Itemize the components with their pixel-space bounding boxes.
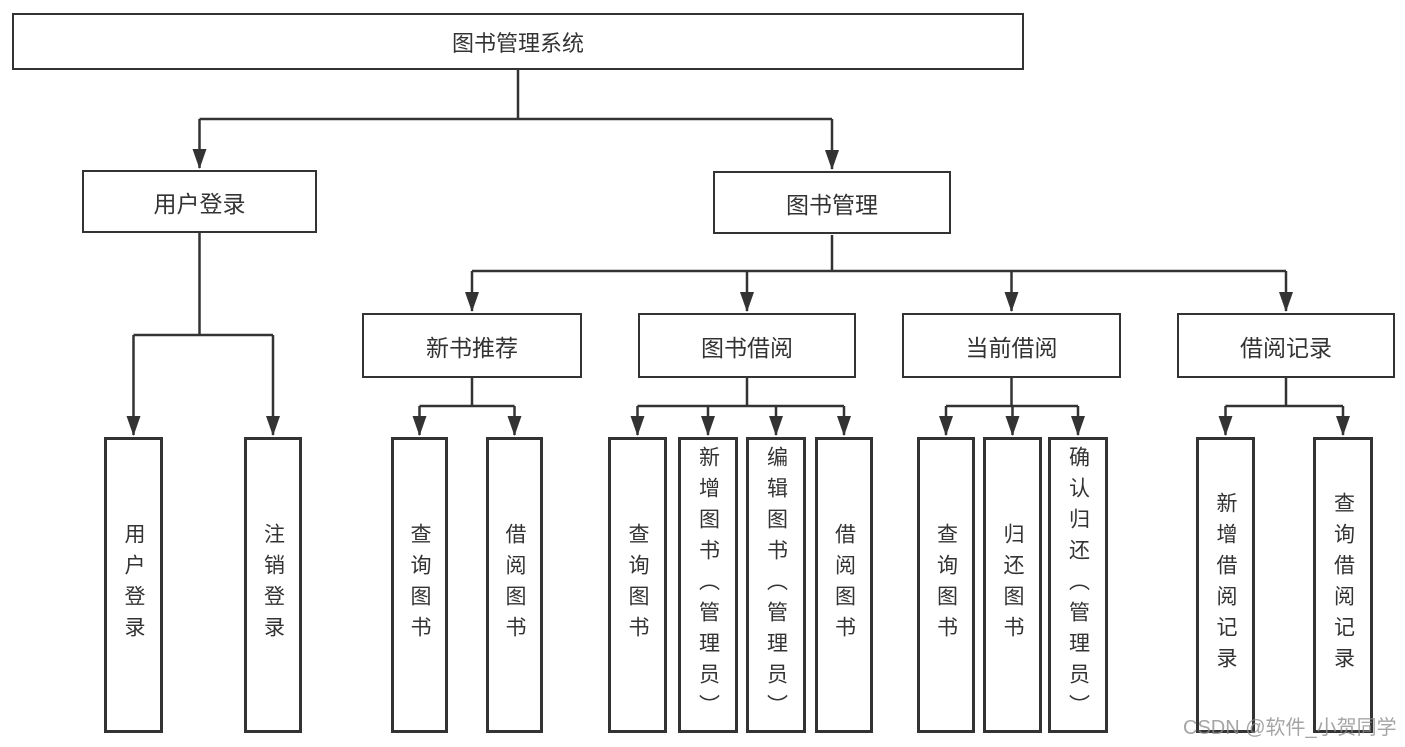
leaf-label: 查询借阅记录 xyxy=(1331,492,1355,678)
leaf-query-books-borrow: 查询图书 xyxy=(608,437,667,733)
leaf-add-borrow-record: 新增借阅记录 xyxy=(1196,437,1255,733)
leaf-query-books-current: 查询图书 xyxy=(917,437,975,733)
connector-borrow-records-to-leaves xyxy=(1218,378,1350,436)
leaf-label: 注销登录 xyxy=(261,523,285,647)
node-root-library-system: 图书管理系统 xyxy=(12,13,1024,70)
node-label: 图书借阅 xyxy=(701,334,793,361)
leaf-label: 借阅图书 xyxy=(503,523,526,647)
node-user-login: 用户登录 xyxy=(82,170,317,233)
leaf-label: 新增借阅记录 xyxy=(1214,492,1237,678)
node-label: 新书推荐 xyxy=(426,334,518,361)
leaf-borrow-books-newbooks: 借阅图书 xyxy=(486,437,543,733)
node-label: 图书管理 xyxy=(786,191,878,218)
connector-book-borrow-to-leaves xyxy=(630,378,851,436)
connector-current-borrow-to-leaves xyxy=(939,378,1085,436)
leaf-label: 归还图书 xyxy=(1001,523,1024,647)
leaf-confirm-return-admin: 确认归还（管理员） xyxy=(1048,437,1108,733)
leaf-label: 借阅图书 xyxy=(832,523,856,647)
leaf-query-borrow-record: 查询借阅记录 xyxy=(1313,437,1373,733)
connector-book-mgmt-to-level3 xyxy=(465,235,1293,312)
leaf-label: 查询图书 xyxy=(408,523,431,647)
leaf-label: 查询图书 xyxy=(934,523,958,647)
leaf-label: 编辑图书（管理员） xyxy=(764,445,788,725)
leaf-add-books-admin: 新增图书（管理员） xyxy=(678,437,738,733)
leaf-borrow-books: 借阅图书 xyxy=(815,437,873,733)
csdn-watermark: CSDN @软件_小贺同学 xyxy=(1183,717,1397,739)
leaf-label: 确认归还（管理员） xyxy=(1066,445,1090,725)
node-borrowing-records: 借阅记录 xyxy=(1177,313,1395,378)
node-new-book-recommend: 新书推荐 xyxy=(362,313,582,378)
leaf-edit-books-admin: 编辑图书（管理员） xyxy=(746,437,806,733)
leaf-user-login: 用户登录 xyxy=(104,437,163,733)
node-book-borrowing: 图书借阅 xyxy=(638,313,856,378)
leaf-query-books-newbooks: 查询图书 xyxy=(391,437,448,733)
leaf-logout: 注销登录 xyxy=(244,437,302,733)
connector-user-login-to-leaves xyxy=(126,233,280,436)
leaf-label: 新增图书（管理员） xyxy=(696,445,720,725)
node-current-borrowing: 当前借阅 xyxy=(902,313,1121,378)
connector-new-books-to-leaves xyxy=(412,378,522,436)
leaf-return-books: 归还图书 xyxy=(983,437,1042,733)
leaf-label: 用户登录 xyxy=(122,523,145,647)
leaf-label: 查询图书 xyxy=(626,523,649,647)
connector-root-to-level2 xyxy=(192,70,839,170)
node-label: 当前借阅 xyxy=(965,334,1058,361)
node-book-management: 图书管理 xyxy=(713,171,951,234)
node-label: 图书管理系统 xyxy=(451,30,584,56)
node-label: 用户登录 xyxy=(153,190,246,217)
node-label: 借阅记录 xyxy=(1240,334,1332,361)
